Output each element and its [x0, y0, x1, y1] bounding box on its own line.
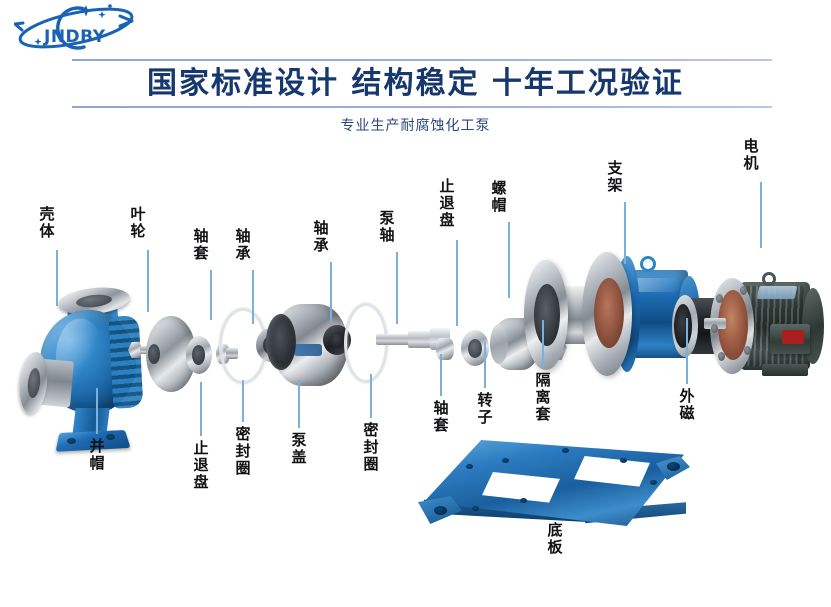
leader-line-bearing-1	[252, 270, 254, 324]
label-bracket: 支架	[607, 159, 623, 194]
leader-line-cap-nut	[96, 388, 98, 434]
label-casing: 壳体	[39, 205, 55, 240]
page-header: JNDBY 国家标准设计 结构稳定 十年工况验证 专业生产耐腐蚀化工泵	[0, 0, 831, 134]
label-outer-magnet: 外磁	[679, 387, 695, 422]
label-shaft-sleeve-1: 轴套	[193, 227, 209, 262]
part-shaft-sleeve-2	[436, 338, 454, 360]
header-divider-top	[72, 59, 772, 61]
leader-line-pump-cover	[298, 380, 300, 428]
label-cap-nut: 并帽	[89, 437, 105, 472]
label-retaining-disc-top: 止退盘	[439, 177, 455, 229]
label-motor: 电机	[743, 137, 759, 172]
leader-line-rotor	[484, 342, 486, 388]
label-isolation-sleeve: 隔离套	[535, 371, 551, 423]
label-retaining-disc-1: 止退盘	[193, 439, 209, 491]
leader-line-casing	[56, 250, 58, 306]
leader-line-bracket	[624, 202, 626, 264]
label-hex-nut: 螺帽	[491, 179, 507, 214]
leader-line-hex-nut	[508, 222, 510, 298]
label-bearing-2: 轴承	[313, 219, 329, 254]
label-pump-shaft: 泵轴	[379, 209, 395, 244]
label-seal-ring-1: 密封圈	[235, 425, 251, 477]
part-motor	[704, 268, 828, 383]
page-title: 国家标准设计 结构稳定 十年工况验证	[147, 66, 684, 101]
label-bearing-1: 轴承	[235, 227, 251, 262]
leader-line-shaft-sleeve-2	[440, 354, 442, 396]
leader-line-outer-magnet	[686, 318, 688, 384]
leader-line-bearing-2	[330, 262, 332, 322]
leader-line-seal-ring-1	[242, 380, 244, 422]
leader-line-retaining-disc-1	[200, 382, 202, 436]
label-rotor: 转子	[477, 391, 493, 426]
part-retaining-disc-1	[186, 336, 212, 374]
part-casing	[16, 284, 147, 455]
svg-text:JNDBY: JNDBY	[43, 27, 106, 47]
label-base-plate: 底板	[547, 521, 563, 556]
jndby-logo[interactable]: JNDBY	[14, 2, 140, 52]
part-base-plate	[418, 440, 690, 545]
leader-line-seal-ring-2	[370, 374, 372, 418]
label-pump-cover: 泵盖	[291, 431, 307, 466]
leader-line-impeller	[147, 250, 149, 312]
page-subtitle: 专业生产耐腐蚀化工泵	[340, 118, 491, 134]
leader-line-retaining-disc-top	[456, 240, 458, 326]
leader-line-pump-shaft	[396, 252, 398, 324]
leader-line-shaft-sleeve-1	[210, 270, 212, 320]
leader-line-motor	[760, 182, 762, 248]
label-seal-ring-2: 密封圈	[363, 421, 379, 473]
header-divider-bottom	[72, 106, 772, 108]
leader-line-isolation-sleeve	[542, 320, 544, 368]
exploded-pump-diagram: 壳体 叶轮 轴套 轴承 轴承 泵轴 止退盘 螺帽 支架 电机 并帽 止退盘 密封…	[0, 137, 831, 607]
label-shaft-sleeve-2: 轴套	[433, 399, 449, 434]
label-impeller: 叶轮	[130, 205, 146, 240]
orbit-sparkle-logo-icon: JNDBY	[14, 4, 134, 50]
